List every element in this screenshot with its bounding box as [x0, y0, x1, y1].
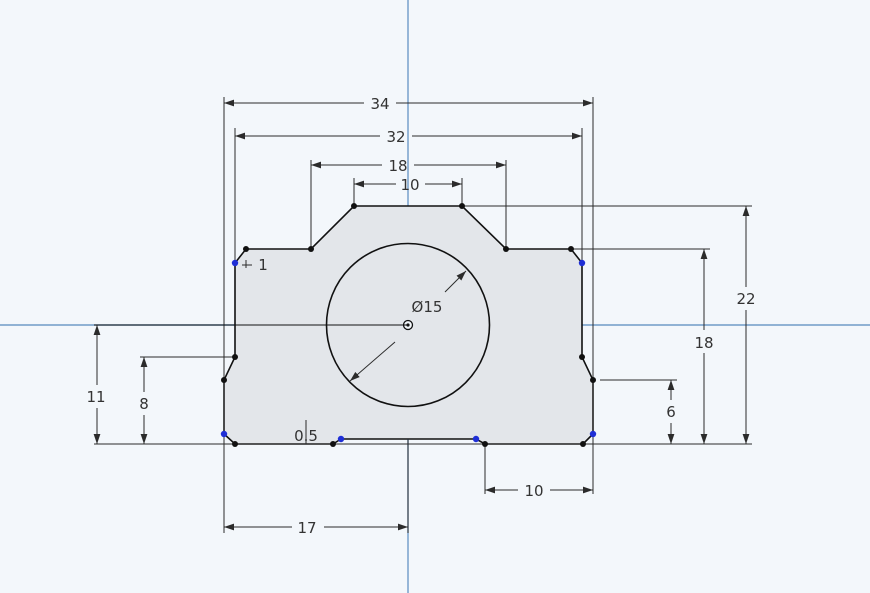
- dim-bottom-slot-width[interactable]: 10: [524, 482, 543, 500]
- constraint-points[interactable]: [220, 259, 597, 443]
- dim-overall-width[interactable]: 34: [370, 95, 389, 113]
- dim-top-width[interactable]: 10: [400, 176, 419, 194]
- dim-hole-diameter[interactable]: Ø15: [412, 298, 443, 316]
- dim-right-lower-height[interactable]: 6: [666, 403, 676, 421]
- dim-left-height[interactable]: 11: [86, 388, 105, 406]
- dim-lower-left-height[interactable]: 8: [139, 395, 149, 413]
- dim-inner-width[interactable]: 32: [386, 128, 405, 146]
- dim-center-offset[interactable]: 17: [297, 519, 316, 537]
- dim-chamfer[interactable]: 1: [258, 256, 268, 274]
- extension-lines: [94, 97, 752, 533]
- sketch-points[interactable]: [221, 203, 596, 447]
- dimension-lines: [93, 99, 750, 531]
- dim-small-offset[interactable]: 0.5: [294, 427, 318, 445]
- dim-shoulder-width[interactable]: 18: [388, 157, 407, 175]
- dim-overall-height[interactable]: 22: [736, 290, 755, 308]
- dim-right-mid-height[interactable]: 18: [694, 334, 713, 352]
